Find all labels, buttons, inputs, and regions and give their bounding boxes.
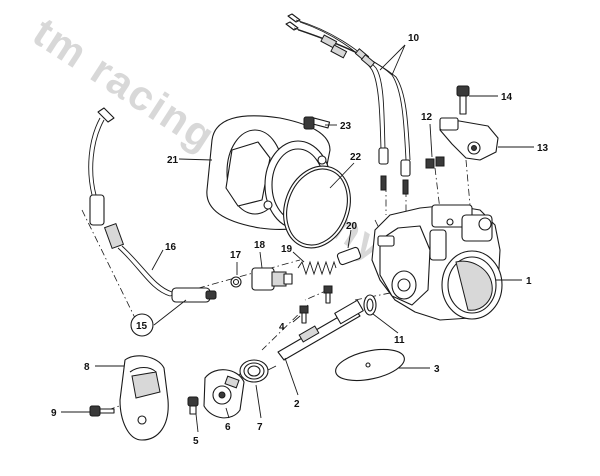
callout-14: 14 xyxy=(501,92,513,103)
callout-labels: 1 2 3 4 5 6 7 8 9 10 11 12 13 14 15 16 1… xyxy=(51,33,549,447)
callout-21: 21 xyxy=(167,155,179,166)
spring-19 xyxy=(297,260,337,276)
callout-10: 10 xyxy=(408,33,420,44)
callout-3: 3 xyxy=(434,364,440,375)
nut-5 xyxy=(187,396,199,415)
seal-11 xyxy=(363,294,377,316)
callout-19: 19 xyxy=(281,244,293,255)
callout-15: 15 xyxy=(136,321,148,332)
screw-9 xyxy=(89,405,115,417)
callout-11: 11 xyxy=(394,335,405,346)
callout-8: 8 xyxy=(84,362,90,373)
throttle-shaft-2 xyxy=(277,299,364,361)
callout-15-circle xyxy=(130,313,154,337)
plunger-20 xyxy=(336,246,362,266)
fitting-18 xyxy=(251,267,293,291)
callout-2: 2 xyxy=(294,399,300,410)
bolt-14 xyxy=(456,85,470,115)
screw-23 xyxy=(303,116,331,130)
callout-18: 18 xyxy=(254,240,266,251)
throttle-cables xyxy=(285,13,411,195)
throttle-pulley-6 xyxy=(203,369,245,419)
callout-13: 13 xyxy=(537,143,549,154)
callout-22: 22 xyxy=(350,152,362,163)
throttle-body xyxy=(371,204,503,321)
callout-4: 4 xyxy=(279,322,285,333)
callout-6: 6 xyxy=(225,422,231,433)
cover-8 xyxy=(119,355,169,441)
airbox-adapter xyxy=(206,115,332,230)
callout-9: 9 xyxy=(51,408,57,419)
callout-12: 12 xyxy=(421,112,433,123)
leader-lines xyxy=(61,44,534,433)
callout-16: 16 xyxy=(165,242,177,253)
callout-23: 23 xyxy=(340,121,352,132)
callout-1: 1 xyxy=(526,276,532,287)
washer-17 xyxy=(230,276,242,288)
nuts-12 xyxy=(425,156,445,169)
return-spring-7 xyxy=(231,359,277,383)
cable-bracket-13 xyxy=(439,117,499,161)
throttle-plate-3 xyxy=(335,348,405,382)
callout-17: 17 xyxy=(230,250,242,261)
screw-4 xyxy=(299,285,333,324)
callout-7: 7 xyxy=(257,422,263,433)
callout-5: 5 xyxy=(193,436,199,447)
choke-cable xyxy=(88,107,217,303)
callout-20: 20 xyxy=(346,221,358,232)
